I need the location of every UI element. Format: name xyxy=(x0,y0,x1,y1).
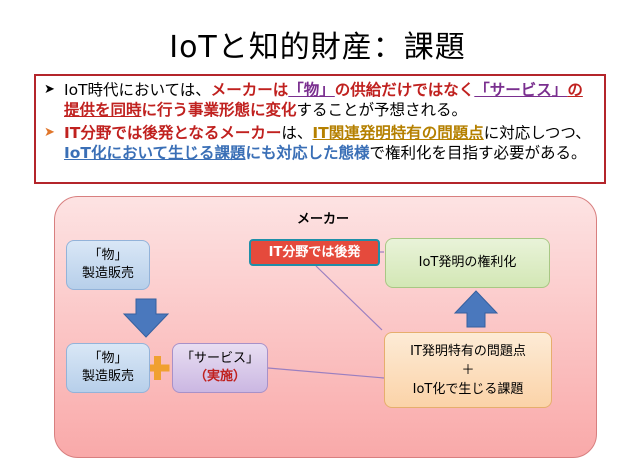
arrow-bullet-icon: ➤ xyxy=(44,125,55,140)
bullet-1: ➤ IoT時代においては、メーカーは「物」の供給だけではなく「サービス」の提供を… xyxy=(44,80,598,120)
arrow-bullet-icon: ➤ xyxy=(44,82,55,97)
iot-rights-box: IoT発明の権利化 xyxy=(385,238,550,288)
iot-rights-label: IoT発明の権利化 xyxy=(418,255,517,270)
bullet-1-text-2: メーカーは xyxy=(210,81,289,99)
bullet-2-text-7: で権利化を目指す必要がある。 xyxy=(369,144,587,162)
bullet-2-text-2: は、 xyxy=(281,124,313,142)
bullet-2-text-1: IT分野では後発となるメーカー xyxy=(64,124,282,142)
plus-label: ＋ xyxy=(461,362,475,378)
bullet-1-text-5: 「サービス」 xyxy=(474,81,568,99)
bullet-1-text-4: の供給だけではなく xyxy=(334,81,475,99)
bullet-2-text-6: にも対応した態様 xyxy=(245,144,370,162)
manufacturing-sales-label: 製造販売 xyxy=(81,369,134,384)
page-title: IoTと知的財産：課題 xyxy=(169,30,466,65)
problems-box: IT発明特有の問題点 ＋ IoT化で生じる課題 xyxy=(384,332,552,408)
iot-issues-label: IoT化で生じる課題 xyxy=(412,381,524,397)
bullet-1-text-3: 「物」 xyxy=(288,81,335,99)
plus-icon xyxy=(145,356,170,380)
bullet-1-text-6: の提供を同時 xyxy=(64,81,583,119)
product-manufacturing-bottom: 「物」 製造販売 xyxy=(66,343,150,393)
product-label: 「物」 xyxy=(88,351,128,366)
service-box: 「サービス」 （実施） xyxy=(172,343,268,393)
bullet-2-text-4: に対応しつつ、 xyxy=(483,124,591,142)
service-label: 「サービス」 xyxy=(180,351,259,366)
bullet-2-text-5: IoT化において生じる課題 xyxy=(64,144,246,162)
it-late-label: IT分野では後発 xyxy=(268,244,361,260)
connector-it-late-to-problems xyxy=(315,265,383,331)
maker-label: メーカー xyxy=(297,212,350,227)
manufacturing-sales-label: 製造販売 xyxy=(81,266,134,281)
up-arrow-icon xyxy=(453,290,499,328)
summary-box: ➤ IoT時代においては、メーカーは「物」の供給だけではなく「サービス」の提供を… xyxy=(34,74,606,184)
bullet-1-text-7: に行う事業形態に変化 xyxy=(141,101,297,119)
product-manufacturing-top: 「物」 製造販売 xyxy=(66,240,150,290)
product-label: 「物」 xyxy=(88,248,128,263)
it-late-badge: IT分野では後発 xyxy=(249,239,380,266)
bullet-1-text-8: することが予想される。 xyxy=(296,101,468,119)
bullet-2-text-3: IT関連発明特有の問題点 xyxy=(312,124,484,142)
bullet-1-text-1: IoT時代においては、 xyxy=(64,81,211,99)
connector-service-to-problems xyxy=(267,367,385,379)
bullet-2: ➤ IT分野では後発となるメーカーは、IT関連発明特有の問題点に対応しつつ、 Io… xyxy=(44,123,598,163)
down-arrow-icon xyxy=(122,298,170,338)
it-problems-label: IT発明特有の問題点 xyxy=(410,343,526,359)
service-implementation-label: （実施） xyxy=(193,369,246,384)
